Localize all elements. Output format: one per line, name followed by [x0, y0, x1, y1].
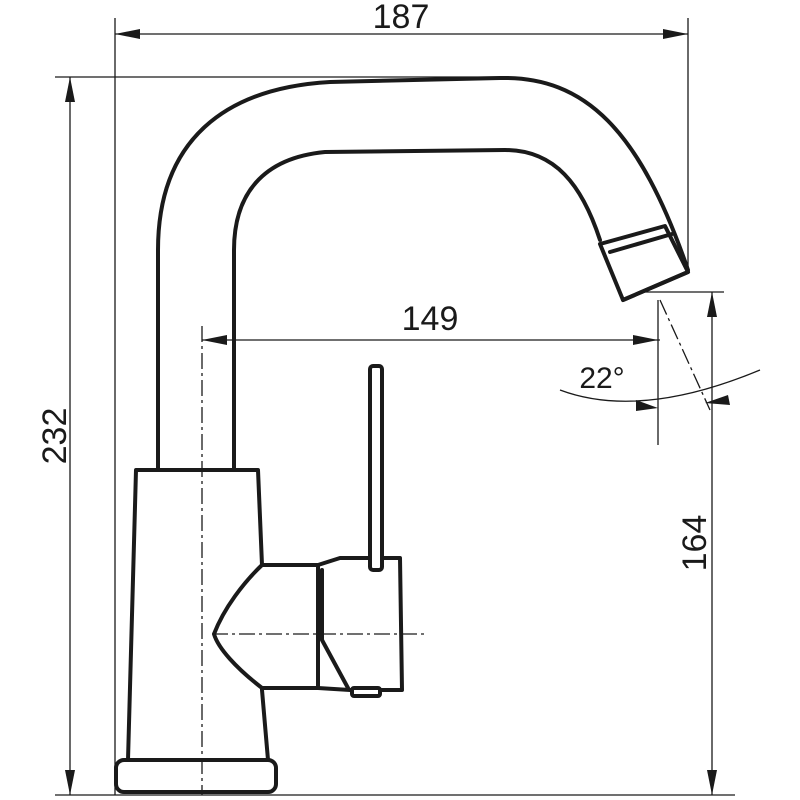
- dim-total-width: 187: [114, 0, 689, 795]
- dim-total-height: 232: [36, 76, 735, 796]
- spout-outer-contour: [156, 75, 690, 470]
- dim-spout-height: 164: [640, 291, 724, 795]
- dim-spout-angle-label: 22°: [579, 362, 624, 395]
- lever-block: [316, 556, 404, 692]
- dim-spout-reach-label: 149: [402, 300, 459, 338]
- dim-spout-height-label: 164: [676, 515, 714, 572]
- aerator-band: [608, 232, 674, 254]
- lever-block-chamfer: [320, 568, 350, 690]
- dim-total-width-label: 187: [373, 0, 430, 36]
- dim-total-height-label: 232: [36, 408, 74, 465]
- outlet-axis-line: [659, 299, 711, 411]
- aerator-tip: [621, 270, 690, 302]
- lever-handle: [368, 364, 384, 572]
- dim-spout-angle: 22°: [559, 362, 761, 411]
- spout-inner-contour: [232, 148, 602, 470]
- dim-spout-reach: 149: [202, 300, 660, 445]
- base-plate: [114, 758, 278, 794]
- center-lines: [201, 299, 711, 795]
- faucet-outline: [114, 75, 690, 794]
- lever-button: [350, 686, 382, 698]
